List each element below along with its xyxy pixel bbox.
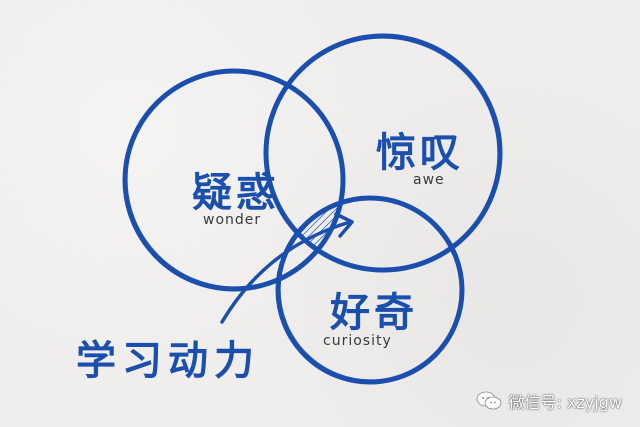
- circle-awe-title: 惊叹: [376, 130, 464, 176]
- pointer-label: 学习动力: [76, 338, 260, 384]
- circle-curiosity-subtitle: curiosity: [323, 333, 392, 349]
- circle-curiosity-title: 好奇: [330, 290, 418, 336]
- wechat-icon: [476, 391, 502, 411]
- circle-awe-subtitle: awe: [413, 172, 445, 188]
- circle-wonder-subtitle: wonder: [203, 212, 262, 228]
- pointer-arrow: [220, 212, 354, 324]
- circle-wonder-title: 疑惑: [192, 170, 280, 216]
- watermark: 微信号: xzyjgw: [476, 389, 622, 413]
- watermark-text: 微信号: xzyjgw: [508, 393, 622, 412]
